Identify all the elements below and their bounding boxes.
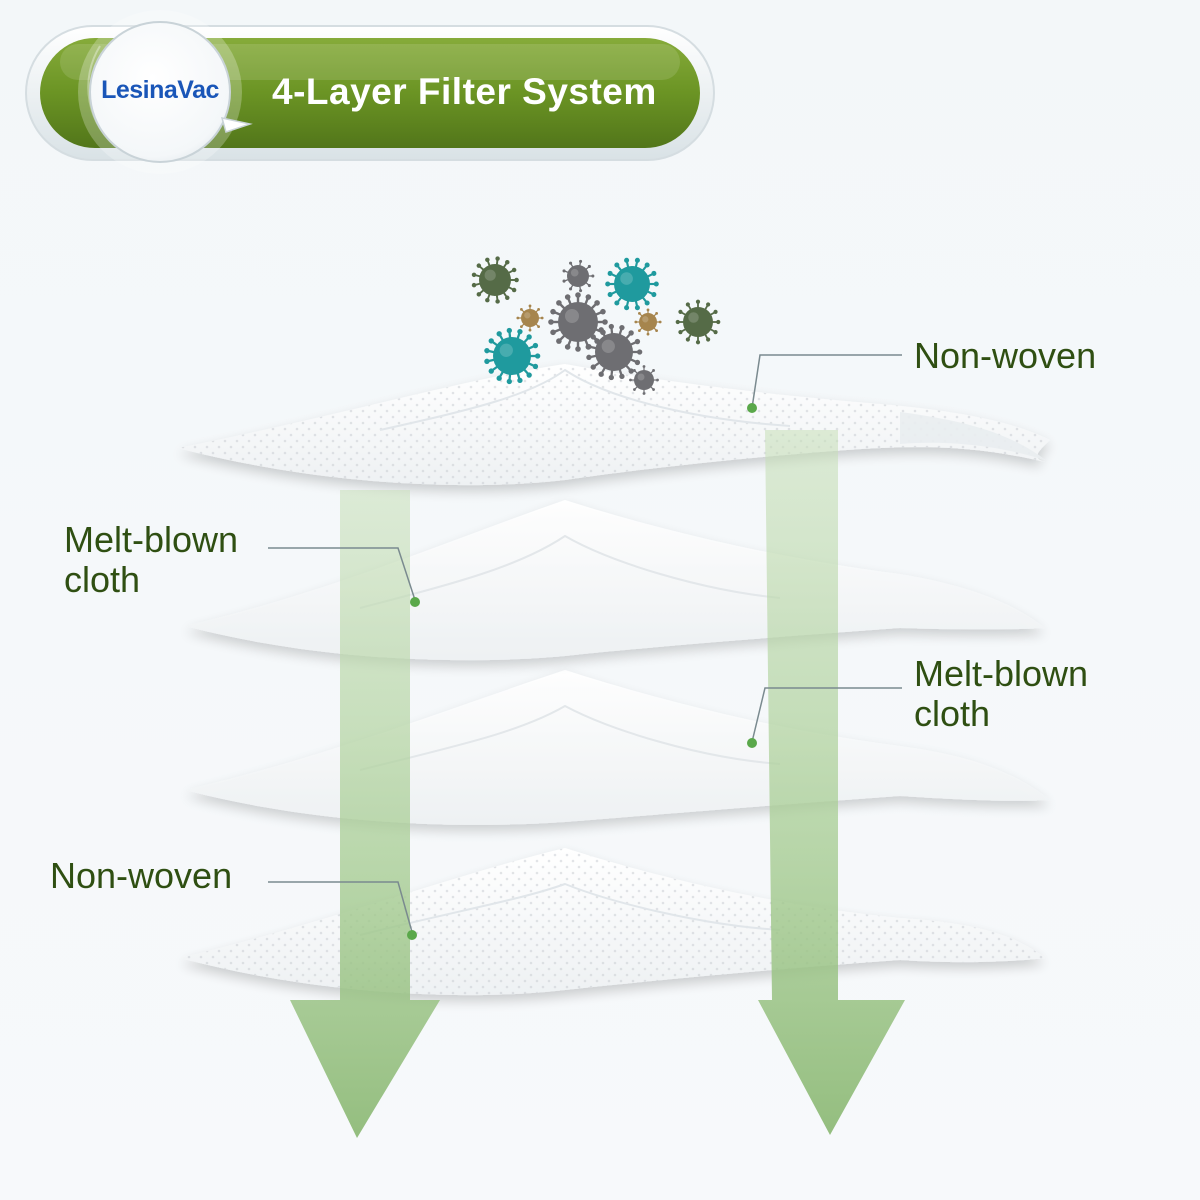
virus-icon <box>562 259 595 293</box>
label-layer3-line2: cloth <box>914 693 991 734</box>
label-layer1: Non-woven <box>914 335 1097 376</box>
arrow-down-icon <box>290 490 440 1138</box>
filter-layer-1 <box>178 364 1050 486</box>
arrow-down-icon <box>758 430 905 1135</box>
page-title: 4-Layer Filter System <box>272 71 657 112</box>
virus-icon <box>516 304 544 332</box>
virus-icon <box>586 323 643 381</box>
label-layer4: Non-woven <box>50 855 233 896</box>
virus-icon <box>471 256 519 304</box>
virus-icon <box>675 299 721 345</box>
leader-line-layer1 <box>747 354 902 413</box>
brand-badge <box>78 10 253 174</box>
leader-line-layer4 <box>268 881 417 940</box>
virus-icon <box>605 257 659 311</box>
label-layer3-line1: Melt-blown <box>914 653 1089 694</box>
virus-icon <box>629 365 659 395</box>
brand-logo-text: LesinaVac <box>101 76 219 104</box>
label-layer2-line1: Melt-blown <box>64 519 239 560</box>
virus-icon <box>484 327 541 385</box>
label-layer2-line2: cloth <box>64 559 141 600</box>
leader-line-layer2 <box>268 547 420 607</box>
leader-line-layer3 <box>747 687 902 748</box>
virus-cluster <box>471 256 721 395</box>
virus-icon <box>634 308 662 336</box>
